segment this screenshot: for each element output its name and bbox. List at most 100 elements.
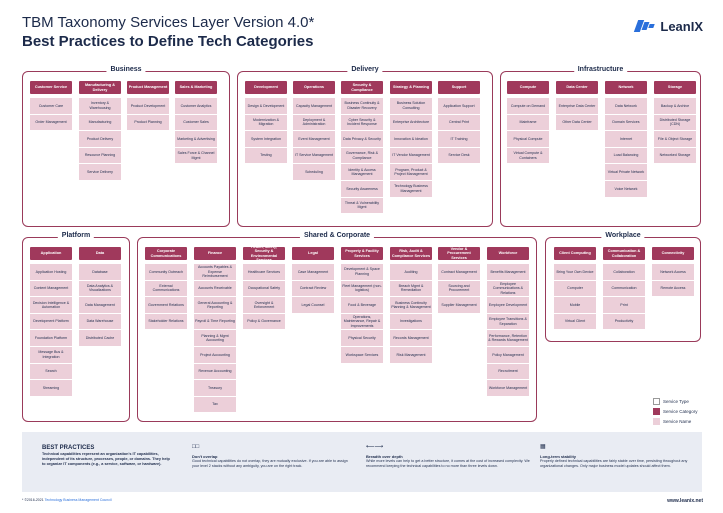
- service-name: Backup & Archive: [654, 98, 696, 115]
- service-name: Cyber Security & Incident Response: [341, 114, 383, 132]
- service-name: Internet: [605, 131, 647, 148]
- service-category: Health, Safety, Security & Environmental…: [243, 245, 285, 262]
- best-practices-title: BEST PRACTICES: [42, 445, 95, 451]
- service-name: Scheduling: [293, 164, 335, 181]
- section-title: Delivery: [347, 66, 383, 73]
- website-url[interactable]: www.leanix.net: [667, 498, 703, 504]
- tbm-council-link[interactable]: Technology Business Management Council: [44, 498, 112, 502]
- service-name: Customer Care: [30, 98, 72, 115]
- calendar-icon: ▦: [540, 444, 546, 450]
- service-name: Business Solution Consulting: [390, 98, 432, 115]
- service-name: Design & Development: [245, 98, 287, 115]
- service-name: Business Continuity Planning & Managemen…: [390, 297, 432, 314]
- page-subtitle: Best Practices to Define Tech Categories: [22, 33, 314, 50]
- section-title: Shared & Corporate: [299, 232, 375, 239]
- service-name: Food & Beverage: [341, 297, 383, 314]
- brand-logo: LeanIX: [634, 18, 703, 34]
- service-category: Vendor & Procurement Services: [438, 247, 480, 260]
- service-name: Supplier Management: [438, 297, 480, 314]
- service-name: Operations, Maintenance, Repair & Improv…: [341, 313, 383, 331]
- service-category: Development: [245, 81, 287, 94]
- service-name: Development & Space Planning: [341, 264, 383, 281]
- service-name: Manufacturing: [79, 114, 121, 132]
- arrows-icon: ⟵⟶: [366, 444, 384, 450]
- service-name: Customer Sales: [175, 114, 217, 132]
- section-title: Infrastructure: [573, 66, 628, 73]
- service-name: Tax: [194, 396, 236, 414]
- service-name: Investigations: [390, 313, 432, 331]
- service-category: Network: [605, 81, 647, 94]
- service-name: Development Platform: [30, 313, 72, 331]
- service-name: Marketing & Advertising: [175, 131, 217, 148]
- swatch-service-type: [653, 398, 660, 405]
- service-name: Data Analytics & Visualizations: [79, 280, 121, 298]
- service-category: Legal: [292, 247, 334, 260]
- tip-heading: Don't overlap: [192, 454, 218, 459]
- brand-name: LeanIX: [660, 18, 703, 34]
- footnote-text: * ©2016-2021: [22, 498, 44, 502]
- leanix-logo-icon: [634, 18, 656, 34]
- service-category: Application: [30, 247, 72, 260]
- service-name: Benefits Management: [487, 264, 529, 281]
- service-name: Central Print: [438, 114, 480, 132]
- service-name: Data Management: [79, 297, 121, 314]
- section-title: Workplace: [601, 232, 645, 239]
- service-name: Virtual Compute & Containers: [507, 147, 549, 165]
- service-name: Virtual Private Network: [605, 164, 647, 181]
- service-name: Message Bus & Integration: [30, 346, 72, 364]
- service-name: Workspace Services: [341, 346, 383, 364]
- swatch-service-category: [653, 408, 660, 415]
- service-name: Legal Counsel: [292, 297, 334, 314]
- service-name: Accounts Receivable: [194, 280, 236, 298]
- service-name: Application Hosting: [30, 264, 72, 281]
- section-platform: Platform: [22, 232, 130, 422]
- service-name: Load Balancing: [605, 147, 647, 165]
- service-name: Communication: [603, 280, 645, 298]
- service-name: Case Management: [292, 264, 334, 281]
- legend-label-service-category: Service Category: [663, 409, 698, 414]
- best-practices-panel: BEST PRACTICES Technical capabilities re…: [22, 432, 702, 492]
- service-name: Stakeholder Relations: [145, 313, 187, 331]
- service-name: Other Data Center: [556, 114, 598, 132]
- service-name: Product Development: [127, 98, 169, 115]
- service-name: Mainframe: [507, 114, 549, 132]
- service-name: Policy & Governance: [243, 313, 285, 331]
- service-list: Accounts Payables & Expense Reimbursemen…: [194, 264, 236, 414]
- service-name: Physical Security: [341, 330, 383, 347]
- tip-breadth-over-depth: ⟵⟶ Breadth over depth While more levels …: [366, 444, 531, 469]
- overlap-icon: □□: [192, 444, 200, 450]
- service-name: Breach Mgmt & Remediation: [390, 280, 432, 298]
- service-name: IT Vendor Management: [390, 147, 432, 165]
- service-name: Data Warehouse: [79, 313, 121, 331]
- service-category: Support: [438, 81, 480, 94]
- service-name: Identity & Access Management: [341, 164, 383, 181]
- legend-label-service-type: Service Type: [663, 399, 689, 404]
- service-name: Compute on Demand: [507, 98, 549, 115]
- service-name: Healthcare Services: [243, 264, 285, 281]
- service-name: Service Desk: [438, 147, 480, 165]
- service-name: Voice Network: [605, 180, 647, 198]
- legend-service-name: Service Name: [653, 418, 698, 425]
- service-name: Technology Business Management: [390, 180, 432, 198]
- service-name: File & Object Storage: [654, 131, 696, 148]
- tip-body: Good technical capabilities do not overl…: [192, 459, 348, 468]
- service-name: Physical Compute: [507, 131, 549, 148]
- service-name: Mobile: [554, 297, 596, 314]
- service-name: Oversight & Enforcement: [243, 297, 285, 314]
- section-delivery: Delivery: [237, 66, 493, 227]
- section-title: Business: [106, 66, 146, 73]
- service-name: Foundation Platform: [30, 330, 72, 347]
- footnote: * ©2016-2021 Technology Business Managem…: [22, 498, 112, 502]
